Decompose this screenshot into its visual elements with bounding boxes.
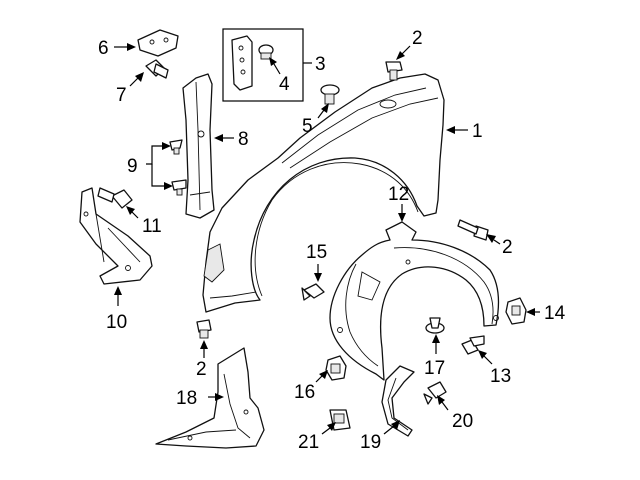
bolt-part-2-right: [457, 219, 489, 241]
callout-4: 4: [279, 74, 290, 95]
callout-17: 17: [424, 358, 445, 379]
fender-liner-part-12: [329, 221, 500, 381]
callout-7: 7: [116, 85, 127, 106]
bolt-part-20: [423, 381, 447, 405]
callout-20: 20: [452, 411, 473, 432]
callout-labels: 1 2 2 2 3 4 5 6 7 8 9 10 11 12 13 14 15 …: [98, 28, 566, 453]
callout-21: 21: [298, 432, 319, 453]
bracket-kit-part-3: [222, 28, 304, 102]
clip-part-17: [425, 317, 445, 334]
pillar-bracket-part-8: [182, 73, 215, 219]
lower-bracket-part-10: [79, 187, 153, 285]
callout-12: 12: [388, 184, 409, 205]
callout-14: 14: [544, 303, 566, 324]
callout-11: 11: [142, 216, 162, 237]
callout-2-bottom: 2: [196, 359, 207, 380]
callout-16: 16: [294, 382, 315, 403]
callout-10: 10: [106, 312, 127, 333]
callout-2-top: 2: [412, 28, 423, 49]
clip-part-4: [258, 44, 274, 60]
bolt-part-2-top: [385, 61, 403, 81]
deflector-part-18: [155, 347, 265, 449]
clip-part-5: [320, 84, 340, 105]
callout-5: 5: [302, 116, 313, 137]
bolt-part-11: [97, 187, 133, 209]
bolt-part-2-bottom: [196, 319, 212, 339]
callout-18: 18: [176, 388, 197, 409]
callout-9: 9: [127, 156, 138, 177]
callout-3: 3: [315, 54, 326, 75]
seal-strip-part-19: [381, 365, 415, 437]
callout-19: 19: [360, 432, 381, 453]
leader-lines: [114, 43, 540, 435]
fender-part-1: [202, 73, 445, 313]
callout-2-right: 2: [502, 237, 513, 258]
bolt-part-15: [301, 283, 325, 301]
callout-8: 8: [238, 129, 249, 150]
callout-6: 6: [98, 38, 109, 59]
clip-part-9-upper: [169, 139, 183, 155]
callout-15: 15: [306, 242, 327, 263]
callout-1: 1: [472, 121, 483, 142]
bracket-part-6: [137, 29, 179, 57]
nut-part-14: [505, 297, 527, 325]
clip-part-9-lower: [171, 179, 187, 196]
callout-13: 13: [490, 366, 511, 387]
bolt-part-7: [145, 59, 169, 79]
clip-part-16: [325, 355, 347, 381]
